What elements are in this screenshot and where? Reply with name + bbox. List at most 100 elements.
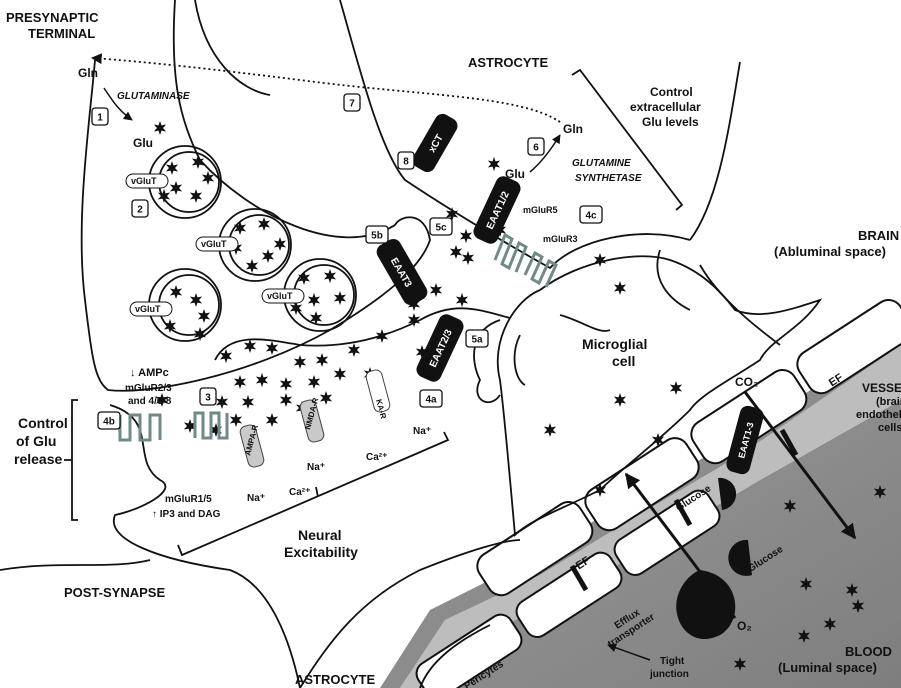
glutamate-star <box>166 161 178 175</box>
glutamate-star <box>190 189 202 203</box>
glutamate-star <box>266 413 278 427</box>
glutamate-star <box>544 423 556 437</box>
ip3-dag-label: ↑ IP3 and DAG <box>152 509 221 520</box>
step-label-5c: 5c <box>435 223 447 234</box>
glutamate-star <box>294 355 306 369</box>
mglur5-receptor <box>495 235 526 272</box>
step-7: 7 <box>344 94 360 111</box>
glutamate-star <box>316 353 328 367</box>
control-extracellular-2: extracellular <box>630 100 701 114</box>
glutamate-star <box>242 395 254 409</box>
glutamate-star <box>280 377 292 391</box>
step-2: 2 <box>132 200 148 217</box>
glutamine-synthetase-label-2: SYNTHETASE <box>575 173 642 184</box>
step-label-1: 1 <box>97 113 103 124</box>
glutamate-star <box>170 181 182 195</box>
vglut-label-4: vGluT <box>267 291 293 301</box>
neural-excitability-2: Excitability <box>284 544 358 560</box>
blood-sublabel: (Luminal space) <box>778 660 877 675</box>
glutamate-star <box>348 343 360 357</box>
glutamate-star <box>462 251 474 265</box>
ca-ampar: Ca²⁺ <box>289 487 310 498</box>
glutamate-star <box>170 285 182 299</box>
step-1: 1 <box>92 108 108 125</box>
ampc-label: ↓ AMPc <box>130 367 169 379</box>
microglia-label-1: Microglial <box>582 336 647 352</box>
post-synapse-label: POST-SYNAPSE <box>64 585 165 600</box>
step-4b: 4b <box>98 412 120 429</box>
glutamine-synthetase-label-1: GLUTAMINE <box>572 158 631 169</box>
vessel-label-4: cells) <box>878 422 901 434</box>
tight-junction-label-2: junction <box>649 669 689 680</box>
glutamate-star <box>320 391 332 405</box>
presynaptic-label-1: PRESYNAPTIC <box>6 10 99 25</box>
glutamate-star <box>334 291 346 305</box>
glutamate-star <box>266 341 278 355</box>
vglut-tag-1: vGluT <box>126 174 168 188</box>
glutamate-star <box>456 293 468 307</box>
step-label-7: 7 <box>349 99 355 110</box>
brain-label: BRAIN <box>858 228 899 243</box>
step-label-8: 8 <box>403 157 409 168</box>
step-label-2: 2 <box>137 205 143 216</box>
gln-presynaptic: Gln <box>78 66 98 80</box>
step-5b: 5b <box>366 226 388 243</box>
blood-label: BLOOD <box>845 644 892 659</box>
vessel-label-2: (brain <box>876 396 901 408</box>
glutamate-star <box>262 249 274 263</box>
eaat12-transporter: EAAT1/2 <box>471 174 523 247</box>
control-extracellular-1: Control <box>650 85 693 99</box>
control-release-2: of Glu <box>16 433 56 449</box>
glutamate-star <box>198 309 210 323</box>
vglut-tag-2: vGluT <box>196 237 238 251</box>
glutamate-star <box>614 393 626 407</box>
glutamate-star <box>308 293 320 307</box>
metabotropic-receptors <box>120 235 556 440</box>
tight-junction-label-1: Tight <box>660 656 685 667</box>
mglur3-label: mGluR3 <box>543 234 578 244</box>
glutamate-star <box>594 253 606 267</box>
mglur5-label: mGluR5 <box>523 205 558 215</box>
step-label-5b: 5b <box>371 231 383 242</box>
glu-astrocyte: Glu <box>505 167 525 181</box>
glutamate-star <box>246 259 258 273</box>
step-label-5a: 5a <box>471 335 483 346</box>
astrocyte-top-label: ASTROCYTE <box>468 55 549 70</box>
glutamate-star <box>308 375 320 389</box>
astrocyte-bottom-label: ASTROCYTE <box>295 672 376 687</box>
vglut-tag-4: vGluT <box>262 289 304 303</box>
brain-sublabel: (Abluminal space) <box>774 244 886 259</box>
glutamate-star <box>258 217 270 231</box>
vglut-label-2: vGluT <box>201 239 227 249</box>
mglur23-label-1: mGluR2/3 <box>125 383 172 394</box>
step-4c: 4c <box>580 206 602 223</box>
glutamate-star <box>614 281 626 295</box>
glutamate-star <box>244 339 256 353</box>
step-6: 6 <box>528 138 544 155</box>
co2-label: CO₂ <box>735 375 758 389</box>
glutamate-star <box>190 293 202 307</box>
step-8: 8 <box>398 152 414 169</box>
ca-nmdar: Ca²⁺ <box>366 452 387 463</box>
presynaptic-label-2: TERMINAL <box>28 26 95 41</box>
glu-presynaptic: Glu <box>133 136 153 150</box>
glutamate-star <box>324 269 336 283</box>
mglur15-label: mGluR1/5 <box>165 494 212 505</box>
glutamate-star <box>216 395 228 409</box>
glutamate-star <box>234 375 246 389</box>
o2-label: O₂ <box>737 619 752 633</box>
control-extracellular-3: Glu levels <box>642 115 699 129</box>
mglur15-receptor <box>195 413 227 438</box>
na-kar: Na⁺ <box>413 426 431 437</box>
na-nmdar: Na⁺ <box>307 462 325 473</box>
glutamate-star <box>256 373 268 387</box>
glutamate-star <box>230 413 242 427</box>
glutamate-star <box>154 121 166 135</box>
glutamate-star <box>488 157 500 171</box>
glutamate-star <box>280 393 292 407</box>
vglut-tag-3: vGluT <box>130 302 172 316</box>
vessel-label-1: VESSEL <box>862 381 901 395</box>
step-label-3: 3 <box>205 393 211 404</box>
microglia-label-2: cell <box>612 353 635 369</box>
